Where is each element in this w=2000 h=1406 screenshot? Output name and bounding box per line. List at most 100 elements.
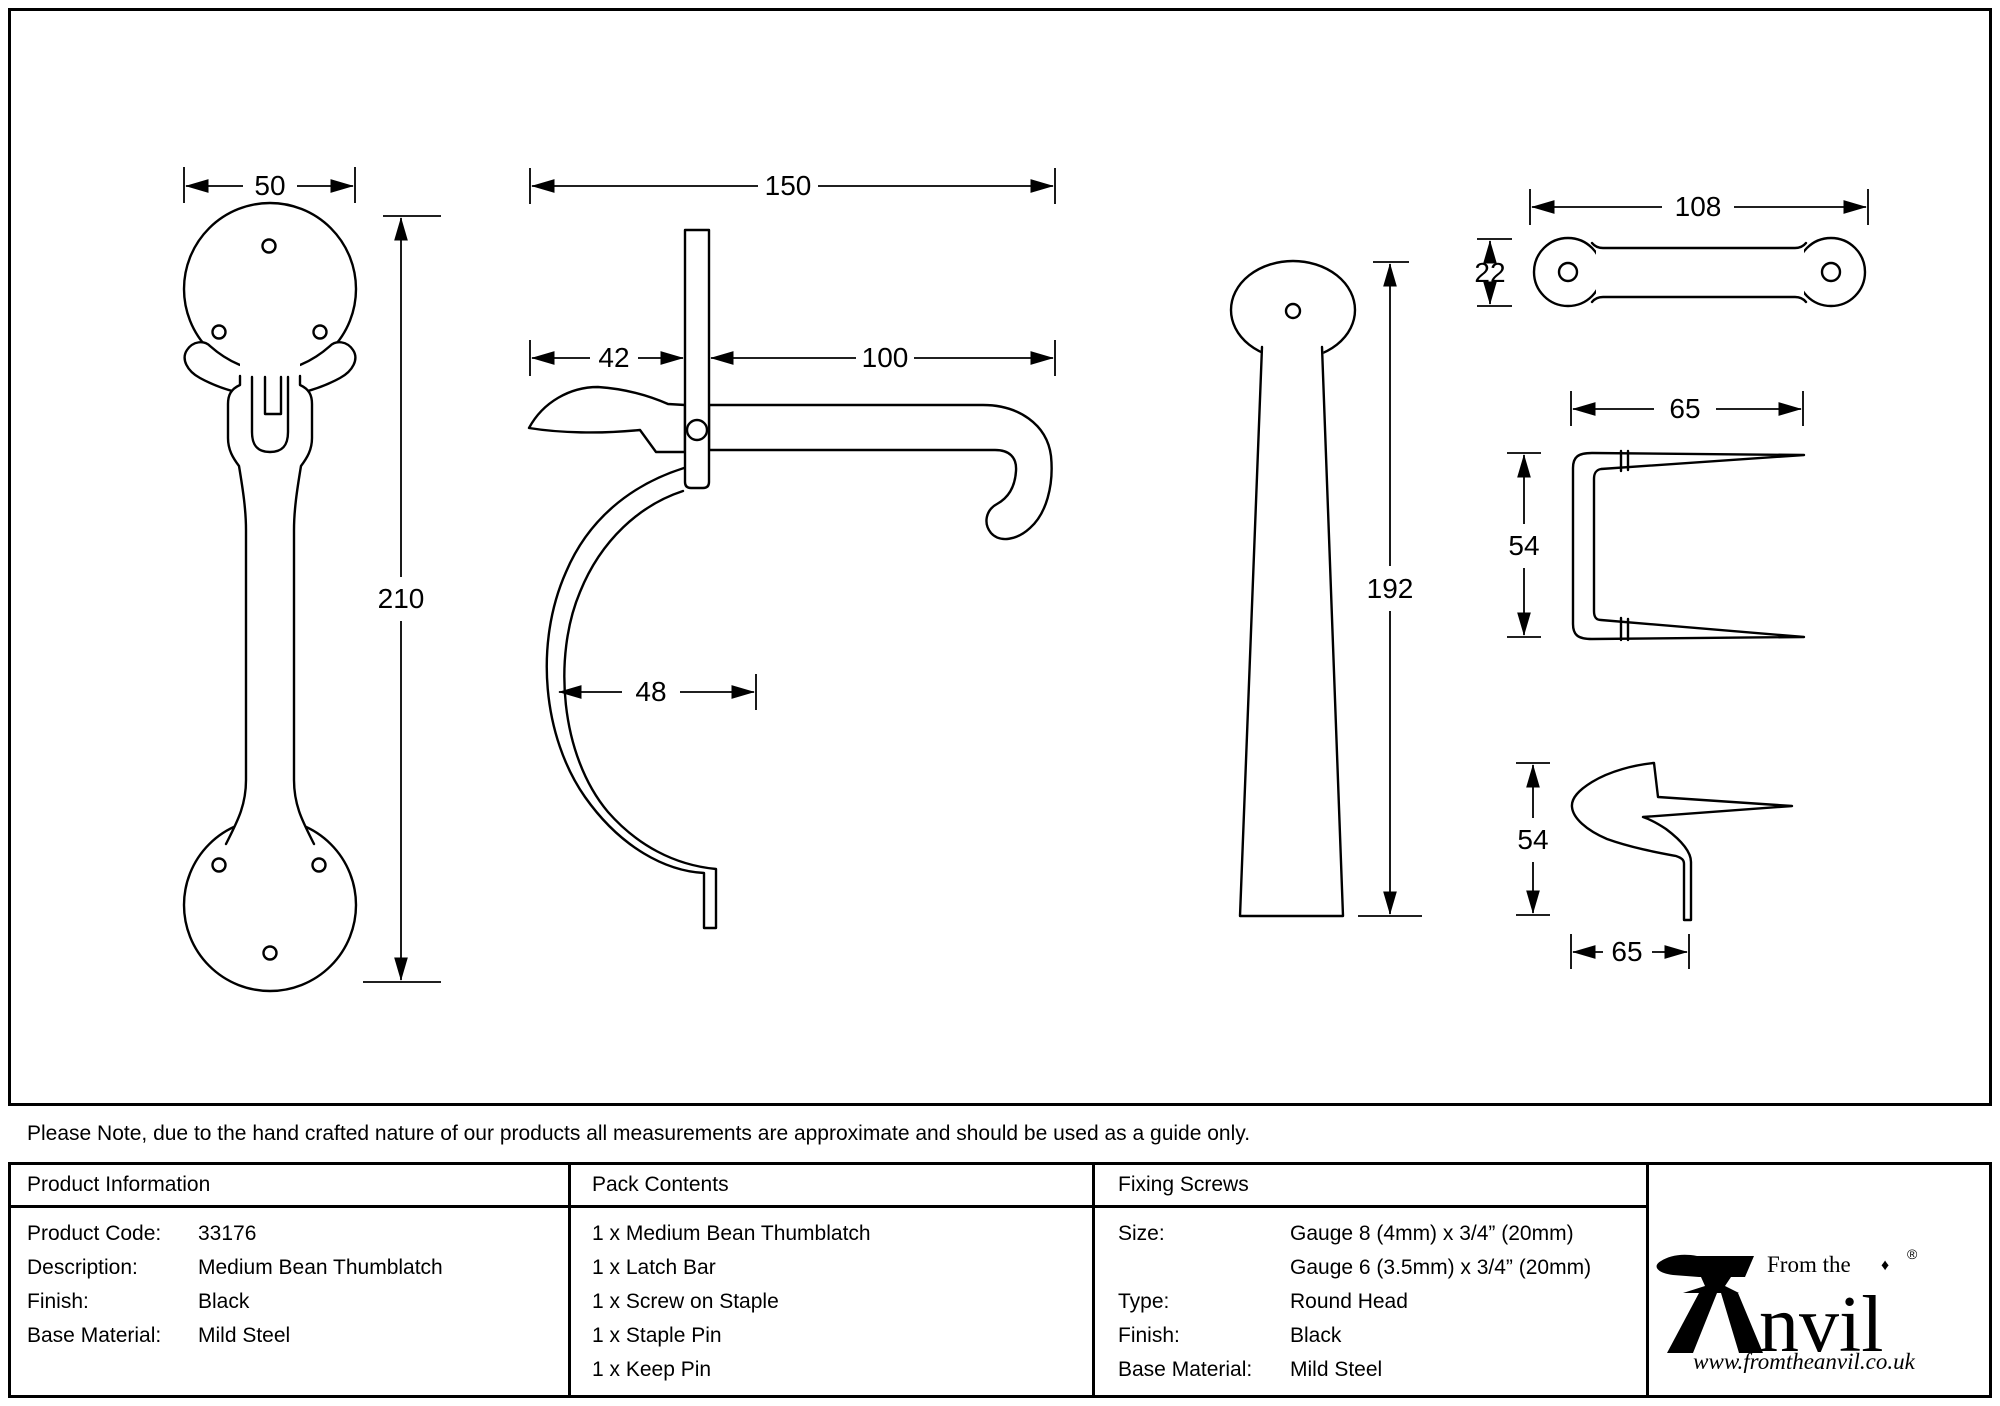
logo-diamond-icon: ♦ <box>1881 1257 1889 1274</box>
keeper-arm-curve <box>547 468 716 928</box>
anvil-icon <box>1656 1254 1763 1353</box>
spec-table: Product Information Product Code: 33176 … <box>11 1165 1989 1395</box>
dim-keeper-height-label: 192 <box>1367 573 1414 604</box>
product-information-column: Product Information Product Code: 33176 … <box>11 1165 571 1395</box>
screw-hole <box>1822 263 1840 281</box>
dim-latch-length-lines <box>530 168 1055 204</box>
dim-staple-width-label: 65 <box>1669 393 1700 424</box>
table-row: Base Material: Mild Steel <box>11 1319 568 1353</box>
row-label: Finish: <box>27 1290 89 1313</box>
dim-handle-width-lines <box>184 167 355 203</box>
dim-keeper-height-lines <box>1358 262 1422 916</box>
row-label: Base Material: <box>27 1324 162 1347</box>
dim-bar-length-lines <box>1530 189 1868 225</box>
row-value: 33176 <box>198 1222 257 1245</box>
table-row: Finish: Black <box>1095 1319 1646 1353</box>
product-information-header: Product Information <box>11 1165 568 1208</box>
dim-staple-width-lines <box>1571 391 1803 426</box>
dim-bar-width-label: 22 <box>1474 257 1505 288</box>
logo-from-the: From the <box>1767 1252 1851 1277</box>
dim-keep-pin-height-lines <box>1516 763 1550 915</box>
keeper-body-fill <box>1240 338 1343 916</box>
latch-bar-drawing: 150 42 100 48 <box>529 168 1055 928</box>
table-row: Type: Round Head <box>1095 1285 1646 1319</box>
pack-contents-column: Pack Contents 1 x Medium Bean Thumblatch… <box>571 1165 1095 1395</box>
dim-latch-right-lines <box>710 340 1055 376</box>
keeper-body-outline <box>1240 347 1343 916</box>
pivot-hole <box>687 420 707 440</box>
grip-keyhole-inner <box>265 377 281 414</box>
screw-hole <box>263 240 276 253</box>
keep-pin-body <box>1572 763 1792 920</box>
dim-handle-height-lines <box>363 216 441 982</box>
handle-grip-left-edge <box>226 376 246 844</box>
dim-bar-length-label: 108 <box>1675 191 1722 222</box>
thumblatch-handle-drawing: 50 210 <box>184 167 441 991</box>
row-value: Black <box>198 1290 250 1313</box>
handle-grip-right-edge <box>294 376 314 844</box>
row-value: Mild Steel <box>1290 1358 1383 1381</box>
staple-drawing: 65 54 <box>1507 391 1804 640</box>
list-item: 1 x Staple Pin <box>592 1324 722 1347</box>
from-the-anvil-logo: From the ♦ ® nvil www.fromtheanvil.co.uk <box>1656 1246 1918 1373</box>
dim-keep-pin-height-label: 54 <box>1517 824 1548 855</box>
row-label: Size: <box>1118 1222 1165 1245</box>
table-row: Product Code: 33176 <box>11 1217 568 1251</box>
table-row: Base Material: Mild Steel <box>1095 1353 1646 1387</box>
dim-staple-height-lines <box>1507 453 1541 637</box>
staple-body <box>1573 453 1804 639</box>
screw-hole <box>213 326 226 339</box>
latch-bar-plate-drawing: 108 22 <box>1474 189 1868 306</box>
table-row: Finish: Black <box>11 1285 568 1319</box>
row-value: Mild Steel <box>198 1324 291 1347</box>
latch-bar-with-hook <box>709 405 1052 539</box>
row-label: Base Material: <box>1118 1358 1253 1381</box>
table-row: Gauge 6 (3.5mm) x 3/4” (20mm) <box>1095 1251 1646 1285</box>
row-label: Product Code: <box>27 1222 162 1245</box>
dim-latch-right-label: 100 <box>862 342 909 373</box>
screw-hole <box>213 859 226 872</box>
row-value: Gauge 6 (3.5mm) x 3/4” (20mm) <box>1290 1256 1592 1279</box>
logo-anvil-word: nvil <box>1759 1281 1883 1369</box>
screw-hole <box>264 947 277 960</box>
thumb-bar-crescent <box>185 342 356 396</box>
registered-trademark-icon: ® <box>1907 1246 1918 1262</box>
screw-hole <box>1559 263 1577 281</box>
keep-pin-drawing: 54 65 <box>1516 763 1792 969</box>
product-information-body: Product Code: 33176 Description: Medium … <box>11 1208 568 1353</box>
plate-bar-bottom-edge <box>1592 297 1806 302</box>
thumb-lever-leaf <box>529 387 685 452</box>
grip-keyhole-outer <box>252 377 288 452</box>
dim-handle-width-label: 50 <box>254 170 285 201</box>
measurement-note-text: Please Note, due to the hand crafted nat… <box>27 1122 1251 1145</box>
row-label: Finish: <box>1118 1324 1180 1347</box>
list-item: 1 x Keep Pin <box>592 1358 712 1381</box>
dim-curve-depth-lines <box>558 674 756 710</box>
row-value: Medium Bean Thumblatch <box>198 1256 443 1279</box>
measurement-note: Please Note, due to the hand crafted nat… <box>8 1103 1992 1165</box>
list-item: 1 x Medium Bean Thumblatch <box>592 1222 871 1245</box>
table-row: Description: Medium Bean Thumblatch <box>11 1251 568 1285</box>
dim-handle-height-label: 210 <box>378 583 425 614</box>
dim-staple-height-label: 54 <box>1508 530 1539 561</box>
pack-contents-body: 1 x Medium Bean Thumblatch 1 x Latch Bar… <box>571 1208 1092 1387</box>
plate-bar-top-edge <box>1592 243 1806 248</box>
screw-hole <box>313 859 326 872</box>
row-value: Gauge 8 (4mm) x 3/4” (20mm) <box>1290 1222 1574 1245</box>
row-value: Black <box>1290 1324 1342 1347</box>
dim-keep-pin-width-lines <box>1571 934 1689 969</box>
row-label: Type: <box>1118 1290 1170 1313</box>
page-border <box>8 8 1992 1398</box>
technical-drawings: 50 210 150 <box>0 0 2000 1103</box>
fixing-screws-body: Size: Gauge 8 (4mm) x 3/4” (20mm) Gauge … <box>1095 1208 1646 1387</box>
screw-hole <box>314 326 327 339</box>
row-value: Round Head <box>1290 1290 1408 1313</box>
pack-contents-header: Pack Contents <box>571 1165 1092 1208</box>
dim-latch-length-label: 150 <box>765 170 812 201</box>
brand-logo-cell: From the ♦ ® nvil www.fromtheanvil.co.uk <box>1649 1165 1989 1395</box>
keeper-plate-drawing: 192 <box>1231 261 1422 916</box>
logo-website-url: www.fromtheanvil.co.uk <box>1693 1349 1915 1373</box>
fixing-screws-header: Fixing Screws <box>1095 1165 1646 1208</box>
list-item: 1 x Latch Bar <box>592 1256 716 1279</box>
